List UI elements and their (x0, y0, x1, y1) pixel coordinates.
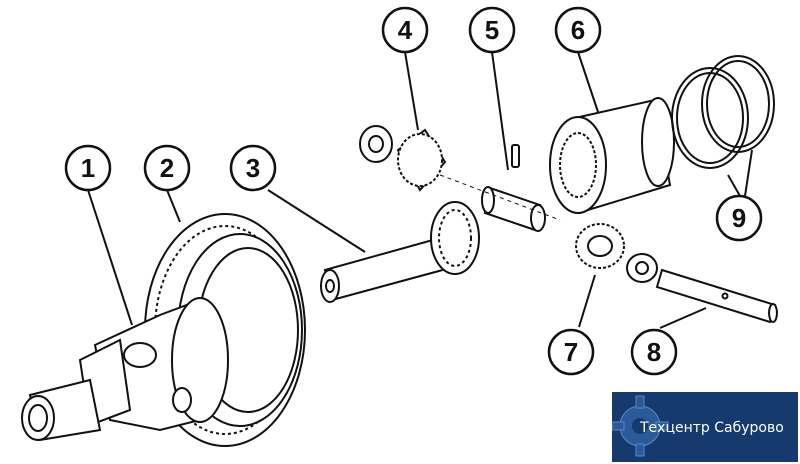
part-sleeve (481, 144, 546, 232)
callout-2-label: 2 (160, 153, 174, 183)
part-differential-case (21, 297, 229, 442)
callout-1: 1 (64, 144, 112, 192)
callout-5: 5 (468, 6, 516, 54)
part-axle-pin (655, 268, 778, 324)
callout-5-label: 5 (485, 15, 499, 45)
callout-7-label: 7 (564, 337, 578, 367)
leader-lines (87, 51, 753, 329)
part-snap-rings (671, 55, 775, 169)
gear-icon (612, 395, 669, 457)
part-bevel-gear-lower (575, 223, 658, 283)
watermark-text: Техцентр Сабурово (640, 420, 784, 436)
callout-8: 8 (630, 328, 678, 376)
callout-3: 3 (229, 144, 277, 192)
part-bevel-gear-upper (359, 125, 447, 192)
callout-4-label: 4 (398, 15, 413, 45)
callout-6-label: 6 (571, 15, 585, 45)
callout-4: 4 (381, 6, 429, 54)
callout-9-label: 9 (732, 203, 746, 233)
callout-7: 7 (547, 328, 595, 376)
callout-2: 2 (143, 144, 191, 192)
assembly-axis (439, 174, 561, 221)
callout-8-label: 8 (647, 337, 661, 367)
callout-6: 6 (554, 6, 602, 54)
watermark-badge: Техцентр Сабурово (612, 392, 798, 462)
callout-9: 9 (715, 194, 763, 242)
part-carrier (549, 97, 675, 214)
callout-1-label: 1 (81, 153, 95, 183)
part-pinion-shaft (320, 201, 480, 303)
callout-3-label: 3 (246, 153, 260, 183)
